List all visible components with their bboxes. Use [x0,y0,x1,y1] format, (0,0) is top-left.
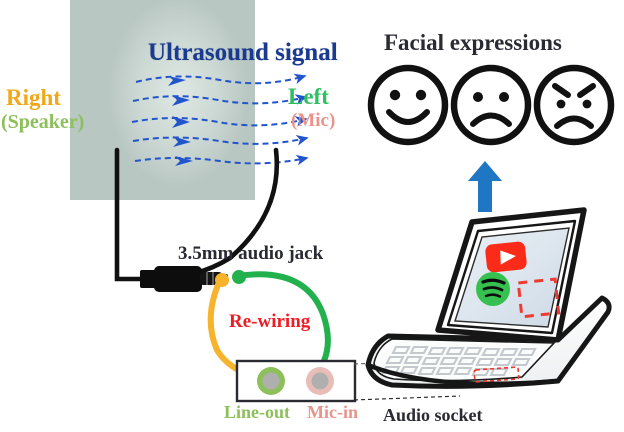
mannequin-head-photo [70,0,255,200]
angry-face-icon [533,64,615,146]
ultrasound-signal-label: Ultrasound signal [148,39,338,66]
right-channel-sublabel-speaker: (Speaker) [1,111,85,133]
cable-right-channel [114,147,149,282]
line-out-port[interactable] [257,367,285,395]
ultrasound-beam-group [131,73,309,166]
left-channel-sublabel-mic: (Mic) [291,110,336,131]
laptop-illustration [365,207,612,389]
youtube-icon[interactable] [485,241,528,273]
leader-line-bottom [353,395,461,401]
ultrasound-beam-5 [134,154,309,166]
ultrasound-beam-4 [132,135,309,146]
sad-face-icon [450,64,532,146]
photo-background [70,0,255,200]
ultrasound-beam-1 [135,73,307,85]
spotify-icon[interactable] [476,272,510,306]
happy-face-icon [367,64,449,146]
audio-socket-label: Audio socket [383,405,483,425]
right-channel-label: Right [6,85,61,110]
rewiring-label: Re-wiring [229,311,311,332]
audio-socket-box [235,359,357,403]
facial-expressions-label: Facial expressions [384,30,562,55]
audio-jack-label: 3.5mm audio jack [178,243,324,264]
laptop-audio-socket-highlight[interactable] [473,366,520,383]
up-arrow-icon [468,161,502,212]
mic-in-port[interactable] [306,367,334,395]
mic-in-label: Mic-in [307,402,358,422]
ultrasound-beam-3 [131,116,308,127]
green-wire-terminal [232,270,246,284]
line-out-label: Line-out [224,402,291,422]
orange-wire-terminal [215,273,229,287]
ultrasound-beam-midheads [168,76,193,166]
ultrasound-beam-2 [132,94,308,105]
left-channel-label: Left [288,84,329,109]
facial-expression-icons [367,64,615,146]
placeholder-app-icon[interactable] [516,277,561,319]
